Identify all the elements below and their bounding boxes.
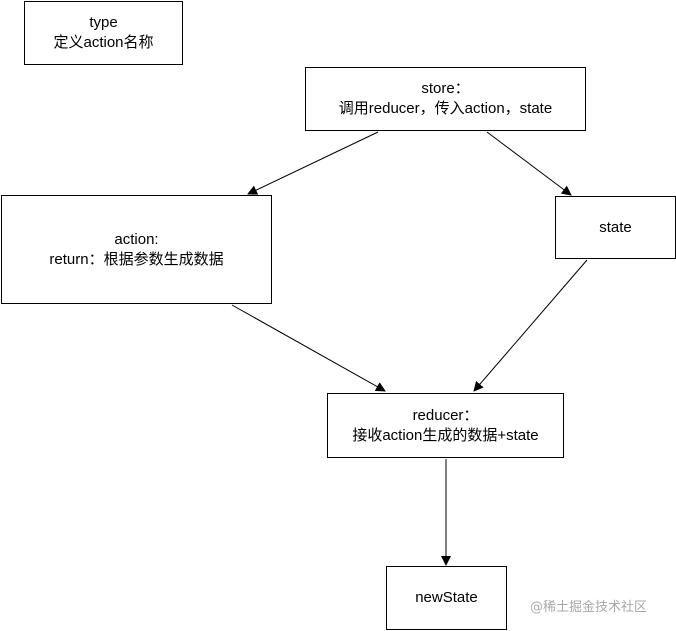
node-type: type 定义action名称	[24, 1, 183, 65]
node-type-title: type	[89, 14, 118, 31]
node-reducer-title: reducer：	[412, 406, 479, 424]
node-newstate-title: newState	[415, 589, 478, 606]
node-state-title: state	[599, 218, 632, 236]
node-state: state	[555, 196, 676, 259]
node-store-title: store：	[421, 80, 470, 97]
arrow-store-to-action	[247, 131, 379, 195]
node-store: store： 调用reducer，传入action，state	[305, 67, 586, 131]
node-action-title: action:	[114, 230, 159, 248]
node-type-desc: 定义action名称	[53, 34, 154, 51]
node-action-desc: return：根据参数生成数据	[49, 250, 224, 268]
node-store-desc: 调用reducer，传入action，state	[338, 100, 553, 117]
arrow-store-to-state	[486, 131, 572, 196]
node-action: action: return：根据参数生成数据	[1, 195, 272, 304]
watermark-text: @稀土掘金技术社区	[530, 600, 648, 615]
node-newstate: newState	[386, 566, 507, 630]
node-reducer-desc: 接收action生成的数据+state	[352, 426, 539, 444]
node-reducer: reducer： 接收action生成的数据+state	[327, 393, 564, 458]
arrow-action-to-reducer	[231, 304, 386, 392]
arrow-state-to-reducer	[473, 259, 588, 392]
